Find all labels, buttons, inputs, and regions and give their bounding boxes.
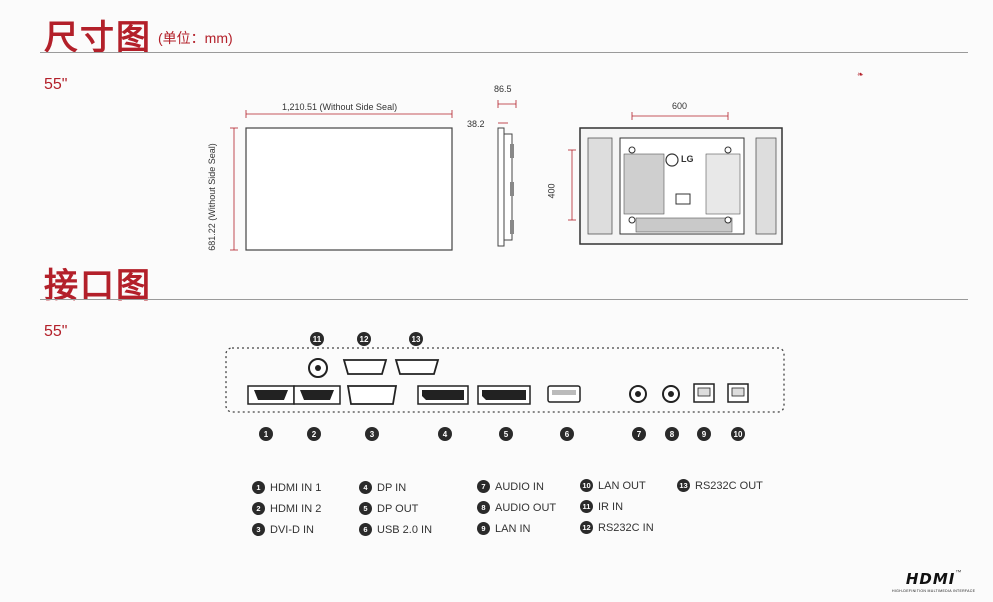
port-badge-4: 4 (438, 427, 452, 441)
port-badge-8: 8 (665, 427, 679, 441)
dp-in-port (422, 390, 464, 400)
rs232c-out-port (394, 359, 440, 375)
port-badge-6: 6 (560, 427, 574, 441)
rear-vesa-h-label: 600 (672, 101, 688, 111)
rear-vesa-v-label: 400 (546, 183, 557, 199)
side-thin-label: 38.2 (467, 119, 485, 129)
rs232c-in-port (342, 359, 388, 375)
rear-brand-label: LG (681, 154, 694, 164)
port-badge-13: 13 (409, 332, 423, 346)
side-depth-label: 86.5 (494, 84, 512, 94)
divider-top (40, 52, 968, 53)
hdmi-logo-subtitle: HIGH-DEFINITION MULTIMEDIA INTERFACE (892, 589, 976, 593)
unit-label: (单位：mm) (158, 30, 233, 46)
port-badge-3: 3 (365, 427, 379, 441)
port-badge-12: 12 (357, 332, 371, 346)
front-panel-outline (245, 127, 453, 251)
port-badge-1: 1 (259, 427, 273, 441)
port-badge-7: 7 (632, 427, 646, 441)
port-badge-2: 2 (307, 427, 321, 441)
hdmi-logo: HDMI™ HIGH-DEFINITION MULTIMEDIA INTERFA… (892, 570, 975, 593)
dp-out-port (482, 390, 526, 400)
interface-size-label: 55" (44, 323, 68, 340)
rear-view-diagram (568, 112, 783, 245)
port-badge-5: 5 (499, 427, 513, 441)
front-height-label: 681.22 (Without Side Seal) (206, 143, 217, 251)
hdmi-in-2-port (300, 390, 334, 400)
dimension-size-label: 55" (44, 76, 68, 93)
port-badge-9: 9 (697, 427, 711, 441)
divider-middle (40, 299, 968, 300)
interface-section-title: 接口图 (44, 267, 152, 305)
hdmi-logo-text: HDMI (905, 570, 956, 588)
port-panel-diagram (225, 347, 785, 413)
front-view-diagram (230, 110, 453, 251)
dvi-d-in-port (346, 385, 398, 405)
hdmi-logo-tm: ™ (955, 570, 962, 576)
port-badge-10: 10 (731, 427, 745, 441)
front-width-label: 1,210.51 (Without Side Seal) (282, 102, 398, 112)
lg-logo-icon (665, 153, 679, 167)
side-view-diagram (497, 100, 517, 247)
port-badge-11: 11 (310, 332, 324, 346)
corner-mark: ❧ (857, 70, 864, 79)
hdmi-in-1-port (254, 390, 288, 400)
dimension-section-title: 尺寸图 (44, 19, 152, 57)
